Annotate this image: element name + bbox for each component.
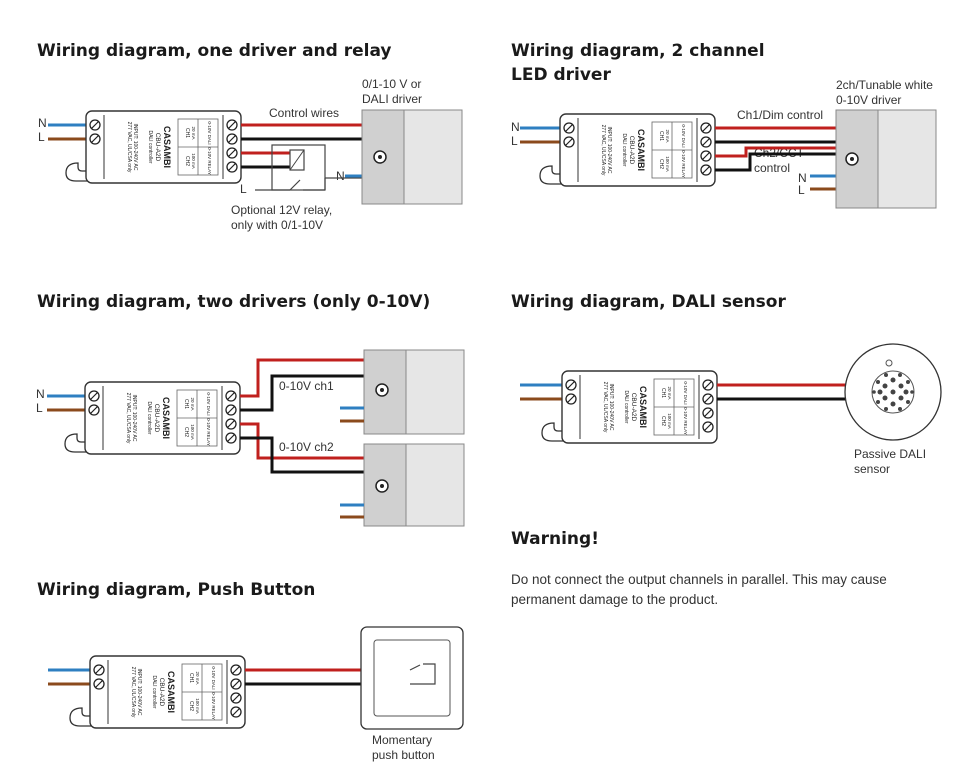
device-brand-1: CASAMBI bbox=[162, 126, 172, 168]
device-function-2: DALI controller bbox=[621, 133, 627, 166]
device-dali-3: 0-10V DALI bbox=[206, 392, 211, 415]
sensor-label: Passive DALI sensor bbox=[854, 447, 927, 476]
device-ch1-3: CH1 bbox=[183, 399, 189, 409]
device-brand-5: CASAMBI bbox=[166, 671, 176, 713]
n-marker-2: N bbox=[511, 120, 520, 134]
device-model-5: CBU-A2D bbox=[158, 678, 165, 707]
driver-label-two-channel: 2ch/Tunable white 0-10V driver bbox=[836, 78, 933, 107]
device-function-4: DALI controller bbox=[623, 390, 629, 423]
device-rating-1: 277 VAC, UL/CSA only bbox=[126, 122, 132, 173]
device-dali-2: 0-10V DALI bbox=[681, 124, 686, 147]
warning-text: Do not connect the output channels in pa… bbox=[511, 572, 887, 607]
l-marker-3: L bbox=[36, 401, 43, 415]
ch1-0-10v-label: 0-10V ch1 bbox=[279, 379, 334, 393]
n-marker-2ch-driver: N bbox=[798, 171, 807, 185]
l-marker-relay: L bbox=[240, 182, 247, 196]
device-relay-2: 0-10V RELAY bbox=[681, 150, 686, 178]
title-two-channel-line1: Wiring diagram, 2 channel bbox=[511, 41, 765, 61]
title-two-channel-line2: LED driver bbox=[511, 65, 611, 85]
l-marker-2: L bbox=[511, 134, 518, 148]
device-ch1-4: CH1 bbox=[660, 388, 666, 398]
diagram-push-button bbox=[48, 626, 464, 730]
device-ch2-4: CH2 bbox=[660, 416, 666, 426]
device-ch2-3: CH2 bbox=[183, 427, 189, 437]
device-ma-1-1: 20 mA bbox=[191, 126, 196, 139]
device-function-3: DALI controller bbox=[146, 401, 152, 434]
ch1-dim-label: Ch1/Dim control bbox=[737, 108, 824, 122]
title-dali-sensor: Wiring diagram, DALI sensor bbox=[511, 292, 786, 312]
button-label: Momentary push button bbox=[372, 733, 435, 762]
relay-box bbox=[271, 144, 326, 191]
device-function-1: DALI controller bbox=[147, 130, 153, 163]
device-ma-2-4: 100 mA bbox=[667, 413, 672, 429]
device-ma-1-2: 20 mA bbox=[665, 129, 670, 142]
n-marker-relay: N bbox=[336, 169, 345, 183]
device-ch2-2: CH2 bbox=[658, 159, 664, 169]
device-relay-3: 0-10V RELAY bbox=[206, 418, 211, 446]
title-one-driver: Wiring diagram, one driver and relay bbox=[37, 41, 392, 61]
device-ma-1-5: 20 mA bbox=[195, 671, 200, 684]
l-marker-2ch-driver: L bbox=[798, 183, 805, 197]
device-model-4: CBU-A2D bbox=[630, 393, 637, 422]
device-ma-1-3: 20 mA bbox=[190, 397, 195, 410]
device-ch2-5: CH2 bbox=[188, 701, 194, 711]
n-marker-3: N bbox=[36, 387, 45, 401]
diagram-one-driver bbox=[48, 109, 463, 205]
device-dali-5: 0-10V DALI bbox=[211, 666, 216, 689]
device-dali-4: 0-10V DALI bbox=[683, 381, 688, 404]
device-rating-4: 277 VAC, UL/CSA only bbox=[602, 382, 608, 433]
device-ma-2-5: 100 mA bbox=[195, 698, 200, 714]
control-wires-label: Control wires bbox=[269, 106, 340, 120]
ch2-0-10v-label: 0-10V ch2 bbox=[279, 440, 334, 454]
device-ma-2-1: 100 mA bbox=[191, 153, 196, 169]
diagram-two-channel bbox=[520, 109, 937, 209]
device-input-3: INPUT: 100-240V AC bbox=[131, 395, 137, 442]
device-input-4: INPUT: 100-240V AC bbox=[608, 384, 614, 431]
device-input-1: INPUT: 100-240V AC bbox=[132, 124, 138, 171]
title-push-button: Wiring diagram, Push Button bbox=[37, 580, 316, 600]
device-rating-3: 277 VAC, UL/CSA only bbox=[125, 393, 131, 444]
device-input-5: INPUT: 100-240V AC bbox=[136, 669, 142, 716]
device-dali-1: 0-10V DALI bbox=[207, 121, 212, 144]
device-model-3: CBU-A2D bbox=[153, 404, 160, 433]
driver-label-one: 0/1-10 V or DALI driver bbox=[362, 77, 423, 106]
device-model-2: CBU-A2D bbox=[628, 136, 635, 165]
device-relay-5: 0-10V RELAY bbox=[211, 692, 216, 720]
relay-label: Optional 12V relay, only with 0/1-10V bbox=[231, 203, 333, 232]
device-ma-2-2: 100 mA bbox=[665, 156, 670, 172]
diagram-dali-sensor bbox=[520, 343, 942, 444]
device-brand-2: CASAMBI bbox=[636, 129, 646, 171]
device-ch2-1: CH2 bbox=[184, 156, 190, 166]
diagram-two-drivers bbox=[47, 349, 465, 527]
device-input-2: INPUT: 100-240V AC bbox=[606, 127, 612, 174]
device-ma-1-4: 20 mA bbox=[667, 386, 672, 399]
device-rating-2: 277 VAC, UL/CSA only bbox=[600, 125, 606, 176]
device-ch1-1: CH1 bbox=[184, 128, 190, 138]
title-warning: Warning! bbox=[511, 529, 599, 549]
device-ch1-5: CH1 bbox=[188, 673, 194, 683]
device-function-5: DALI controller bbox=[151, 675, 157, 708]
title-two-drivers: Wiring diagram, two drivers (only 0-10V) bbox=[37, 292, 431, 312]
device-brand-3: CASAMBI bbox=[161, 397, 171, 439]
device-ma-2-3: 100 mA bbox=[190, 424, 195, 440]
device-ch1-2: CH1 bbox=[658, 131, 664, 141]
device-rating-5: 277 VAC, UL/CSA only bbox=[130, 667, 136, 718]
device-relay-4: 0-10V RELAY bbox=[683, 407, 688, 435]
n-marker-1: N bbox=[38, 116, 47, 130]
l-marker-1: L bbox=[38, 130, 45, 144]
device-brand-4: CASAMBI bbox=[638, 386, 648, 428]
device-relay-1: 0-10V RELAY bbox=[207, 147, 212, 175]
device-model-1: CBU-A2D bbox=[154, 133, 161, 162]
